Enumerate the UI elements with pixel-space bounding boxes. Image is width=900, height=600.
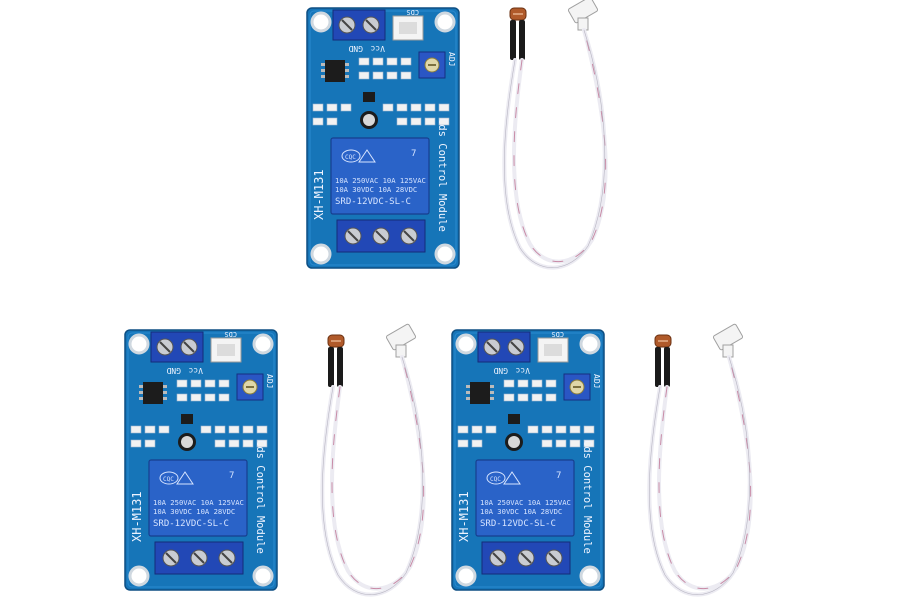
relay-logo: CQC: [345, 154, 356, 161]
pin-label-vcc: Vcc: [188, 366, 203, 375]
photoresistor-cable-2: [320, 321, 426, 597]
relay-module-2: GND Vcc CDS ADJ XH-M131 Cds Control Modu…: [123, 328, 279, 592]
pin-label-gnd: GND: [493, 366, 508, 375]
relay-number: 7: [229, 471, 234, 481]
board-model-label: XH-M131: [130, 491, 144, 542]
pin-label-gnd: GND: [348, 44, 363, 53]
connector-label: CDS: [406, 8, 419, 16]
board-model-label: XH-M131: [312, 169, 326, 220]
connector-label: CDS: [224, 330, 237, 338]
relay-rating-line-2: 10A 30VDC 10A 28VDC: [480, 507, 562, 516]
pin-label-vcc: Vcc: [515, 366, 530, 375]
relay-rating-line-1: 10A 250VAC 10A 125VAC: [335, 176, 426, 185]
relay-number: 7: [556, 471, 561, 481]
pin-label-vcc: Vcc: [370, 44, 385, 53]
pot-label: ADJ: [447, 52, 456, 66]
relay-rating-line-1: 10A 250VAC 10A 125VAC: [480, 498, 571, 507]
relay-model-line: SRD-12VDC-SL-C: [480, 519, 556, 529]
pot-label: ADJ: [592, 374, 601, 388]
board-model-label: XH-M131: [457, 491, 471, 542]
photoresistor-cable-3: [647, 321, 753, 597]
pot-label: ADJ: [265, 374, 274, 388]
relay-module-3: GND Vcc CDS ADJ XH-M131 Cds Control Modu…: [450, 328, 606, 592]
relay-module-1: GND Vcc CDS ADJ XH-M131 Cds Control Modu…: [305, 6, 461, 270]
relay-number: 7: [411, 149, 416, 159]
relay-model-line: SRD-12VDC-SL-C: [335, 197, 411, 207]
photoresistor-cable-1: [502, 0, 608, 270]
connector-label: CDS: [551, 330, 564, 338]
pin-label-gnd: GND: [166, 366, 181, 375]
module-name-label: Cds Control Module: [254, 440, 266, 554]
relay-rating-line-2: 10A 30VDC 10A 28VDC: [153, 507, 235, 516]
relay-logo: CQC: [163, 476, 174, 483]
relay-rating-line-2: 10A 30VDC 10A 28VDC: [335, 185, 417, 194]
relay-rating-line-1: 10A 250VAC 10A 125VAC: [153, 498, 244, 507]
module-name-label: Cds Control Module: [581, 440, 593, 554]
relay-model-line: SRD-12VDC-SL-C: [153, 519, 229, 529]
relay-logo: CQC: [490, 476, 501, 483]
module-name-label: Cds Control Module: [436, 118, 448, 232]
